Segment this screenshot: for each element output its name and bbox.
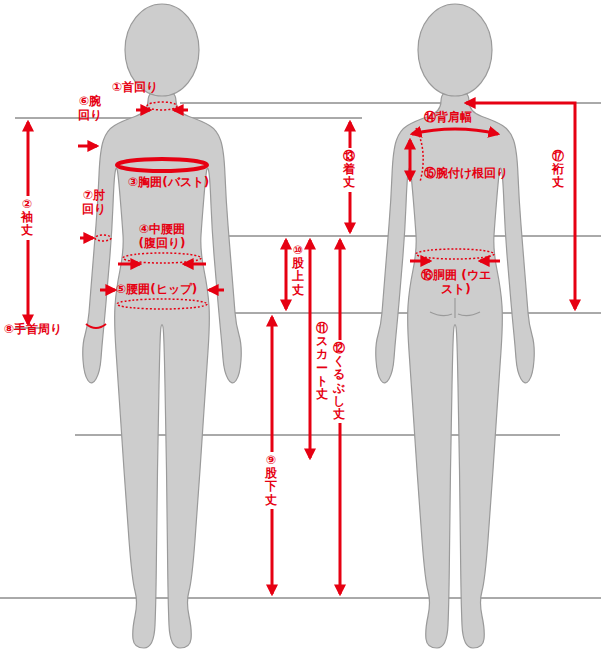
measure-label: ③胸囲(バスト) (128, 175, 209, 189)
measure-label: ①首回り (112, 80, 158, 94)
measure-label: ⑨股下丈 (265, 452, 277, 509)
measure-label: ⑧手首周り (4, 322, 62, 336)
measure-label: ④中腰囲 (腹回り) (130, 222, 194, 251)
measure-marks (28, 102, 575, 594)
back-details (430, 298, 480, 318)
measure-label: ⑦肘回り (80, 188, 108, 217)
measure-label: ⑰裄丈 (552, 150, 564, 190)
measure-label: ⑭背肩幅 (424, 110, 472, 124)
measure-label: ⑯胴囲 (ウエスト) (420, 268, 492, 297)
figures (83, 4, 535, 648)
measure-label: ⑪スカート丈 (316, 322, 328, 401)
measure-label: ⑫くるぶし丈 (333, 340, 345, 423)
measure-label: ⑮腕付け根回り (424, 166, 508, 180)
measure-label: ⑬着丈 (343, 148, 355, 192)
measure-label: ②袖丈 (21, 196, 33, 240)
measure-label: ⑤腰囲(ヒップ) (116, 282, 197, 296)
measure-label: ⑩股上丈 (292, 244, 304, 297)
measure-label: ⑥腕回り (76, 94, 104, 123)
